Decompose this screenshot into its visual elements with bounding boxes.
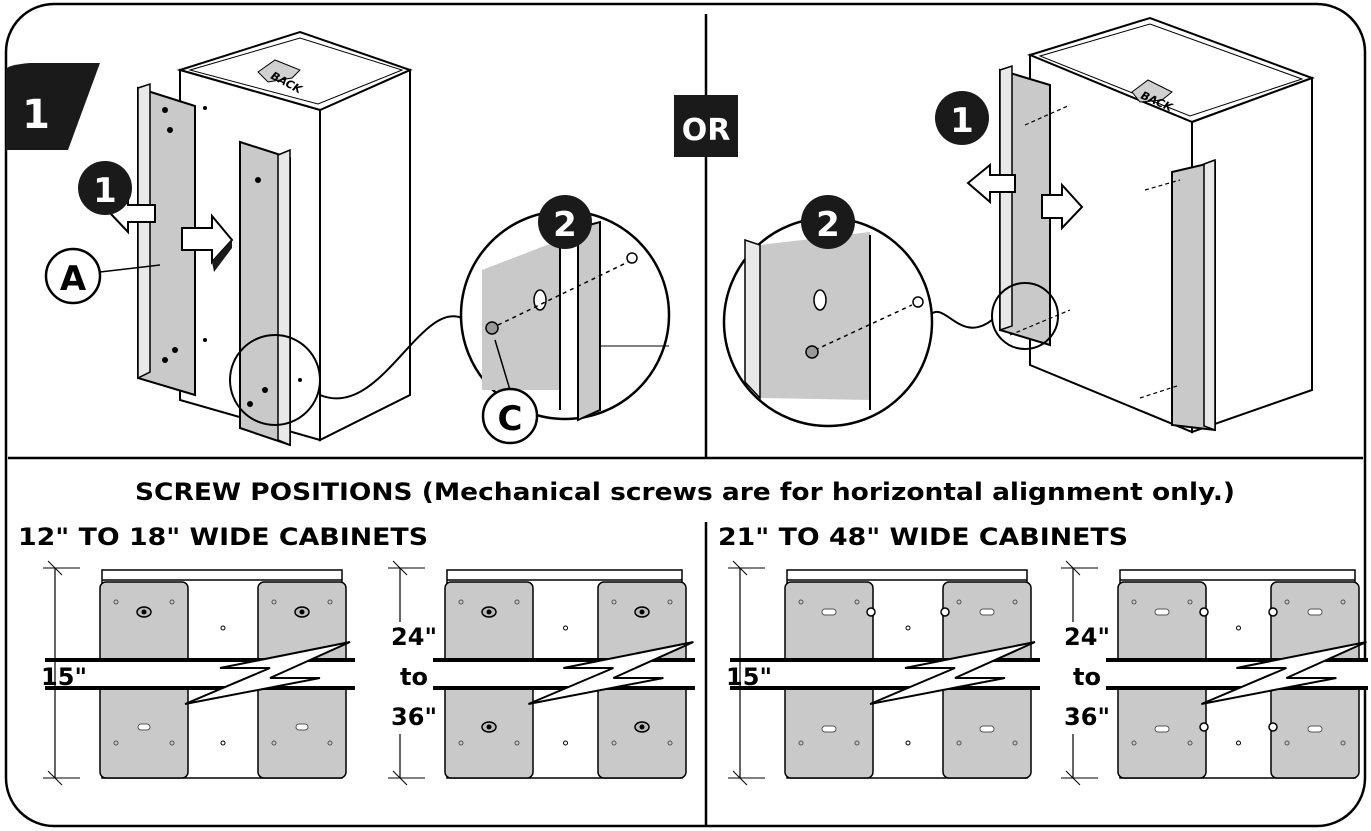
callout-part-c: C: [481, 339, 539, 445]
callout-step1-right: 1: [935, 91, 989, 145]
callout-step1-left: 1: [78, 161, 132, 215]
step-number: 1: [22, 92, 50, 138]
svg-text:1: 1: [93, 171, 117, 211]
left-cabinet-illustration: BACK: [108, 30, 671, 447]
callout-part-a: A: [44, 247, 161, 305]
group-title-right: 21" TO 48" WIDE CABINETS: [718, 523, 1128, 551]
dimension-label-top: 24": [391, 623, 437, 651]
svg-text:2: 2: [553, 205, 577, 245]
dimension-label-mid: to: [1073, 663, 1101, 691]
dimension-label: 15": [41, 663, 87, 691]
or-label: OR: [682, 113, 731, 148]
group-title-left: 12" TO 18" WIDE CABINETS: [18, 523, 428, 551]
or-box: OR: [674, 95, 738, 157]
screw-position-panel-2: 24" to 36": [387, 560, 700, 786]
svg-text:1: 1: [950, 101, 974, 141]
dimension-label-mid: to: [400, 663, 428, 691]
right-cabinet-illustration: BACK: [722, 16, 1315, 434]
screw-position-panel-4: 24" to 36": [1060, 560, 1371, 786]
svg-text:C: C: [498, 399, 523, 439]
dimension-label-bottom: 36": [391, 703, 437, 731]
callout-step2-left: 2: [538, 195, 592, 249]
screw-position-panel-1: 15": [41, 560, 360, 786]
svg-text:2: 2: [816, 205, 840, 245]
dimension-label: 15": [726, 663, 772, 691]
screw-position-panel-3: 15": [726, 560, 1045, 786]
section-heading: SCREW POSITIONS (Mechanical screws are f…: [135, 478, 1235, 506]
svg-text:A: A: [60, 259, 87, 299]
outer-frame: [4, 2, 1367, 828]
callout-step2-right: 2: [801, 195, 855, 249]
step-badge: 1: [6, 63, 100, 150]
dimension-label-bottom: 36": [1064, 703, 1110, 731]
dimension-label-top: 24": [1064, 623, 1110, 651]
